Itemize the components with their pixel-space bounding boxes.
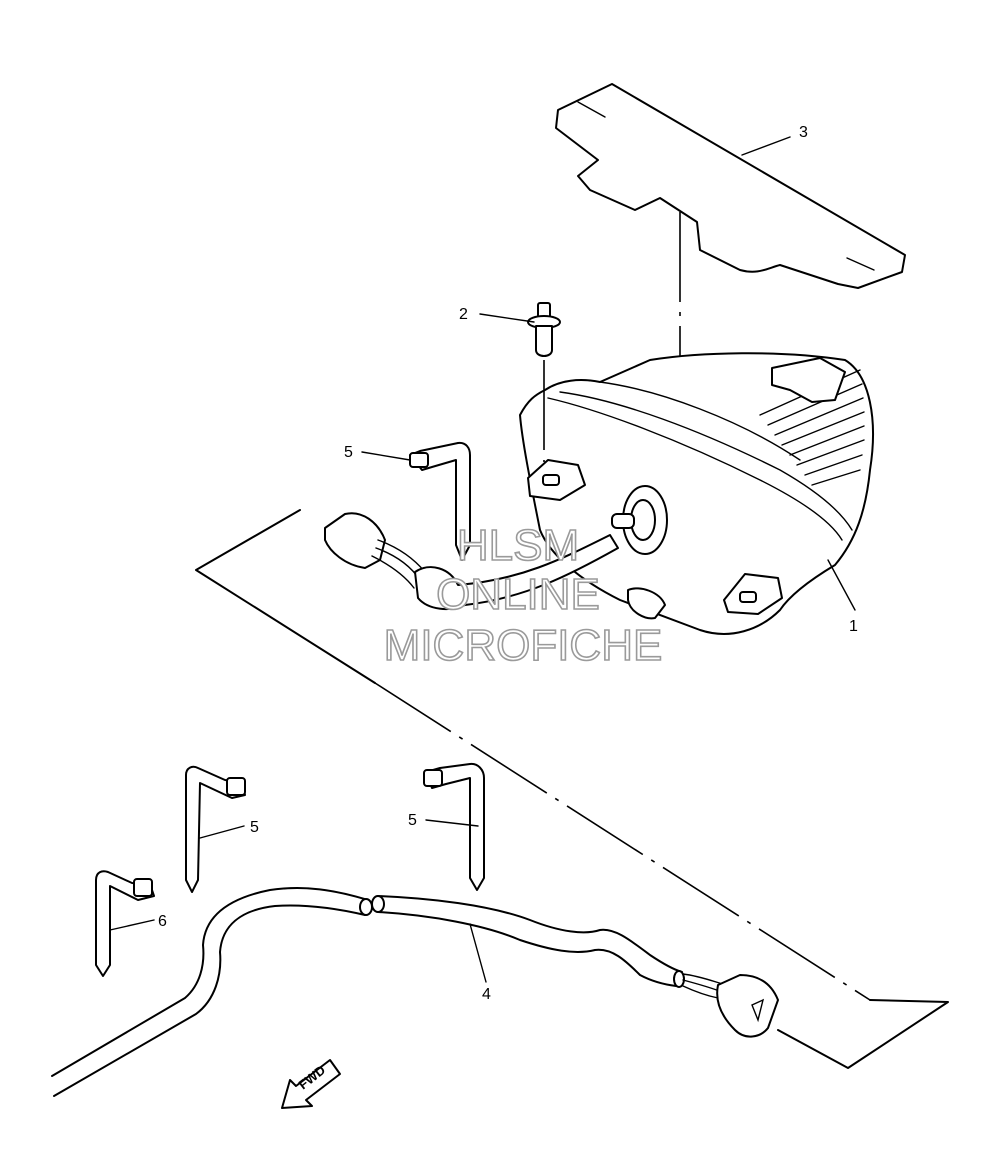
callout-3: 3 — [799, 124, 808, 141]
tail-light-wiring — [324, 512, 619, 611]
assembly-frame — [195, 509, 949, 1069]
part-5-cable-tie-right[interactable] — [423, 762, 485, 891]
watermark-line-3: MICROFICHE — [384, 621, 663, 670]
callout-2: 2 — [459, 306, 468, 323]
part-2-rivet[interactable] — [527, 302, 561, 462]
callout-5-upper: 5 — [344, 444, 353, 461]
part-5-cable-tie-upper[interactable] — [409, 441, 471, 561]
callout-4: 4 — [482, 986, 491, 1003]
part-4-wire-harness[interactable] — [51, 887, 779, 1097]
part-5-cable-tie-left[interactable] — [185, 765, 246, 893]
forward-arrow-icon: FWD — [281, 1059, 341, 1109]
watermark: HLSM ONLINE MICROFICHE — [383, 520, 663, 671]
leader-lines — [109, 136, 856, 983]
callout-5-left: 5 — [250, 819, 259, 836]
callout-1: 1 — [849, 618, 858, 635]
watermark-line-2: ONLINE — [436, 570, 600, 619]
watermark-line-1: HLSM — [457, 521, 579, 570]
callout-5-right: 5 — [408, 812, 417, 829]
part-1-tail-light[interactable] — [519, 352, 874, 635]
part-6-cable-tie[interactable] — [95, 870, 155, 977]
callout-6: 6 — [158, 913, 167, 930]
part-3-reflector-plate[interactable] — [555, 83, 906, 480]
